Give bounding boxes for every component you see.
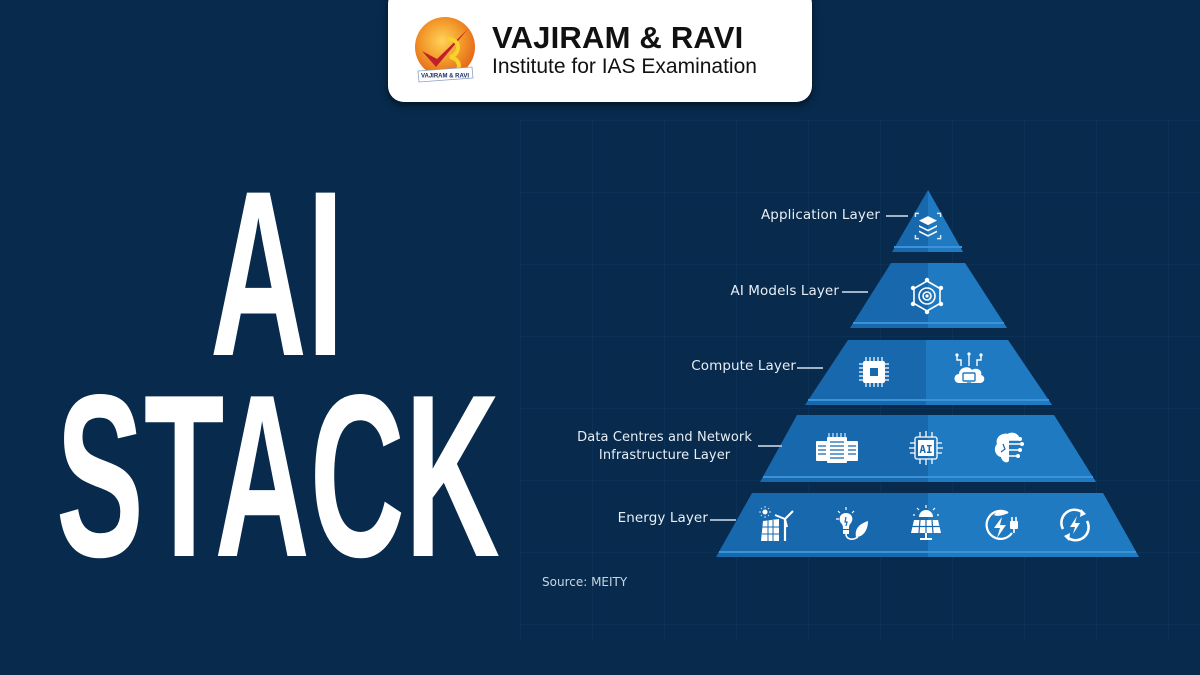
solar-panel-icon <box>906 503 946 543</box>
leader-line <box>886 215 908 217</box>
brand-header-card: VAJIRAM & RAVI VAJIRAM & RAVI Institute … <box>388 0 812 102</box>
layer-label-data-centres: Data Centres and Network Infrastructure … <box>577 430 752 463</box>
source-caption: Source: MEITY <box>542 575 628 589</box>
cpu-chip-icon <box>854 352 894 392</box>
renewable-bolt-icon <box>1055 505 1095 545</box>
stacked-layers-icon <box>910 208 946 244</box>
solar-wind-icon <box>757 505 797 545</box>
title-line-2: STACK <box>56 347 500 606</box>
leader-line <box>758 445 782 447</box>
ai-chip-icon: AI <box>906 428 946 468</box>
layer-label-energy: Energy Layer <box>617 510 708 526</box>
leader-line <box>710 519 736 521</box>
svg-text:VAJIRAM & RAVI: VAJIRAM & RAVI <box>421 74 469 80</box>
layer-label-compute: Compute Layer <box>691 358 796 374</box>
layer-label-application: Application Layer <box>760 207 880 223</box>
green-power-plug-icon <box>982 505 1022 545</box>
vajiram-ravi-logo-icon: VAJIRAM & RAVI <box>410 15 480 87</box>
title-line-1: AI <box>210 142 344 406</box>
page-title: AI STACK <box>0 0 560 675</box>
neural-network-hexagon-icon <box>907 276 947 316</box>
brain-circuit-icon <box>989 428 1029 468</box>
eco-bulb-icon <box>832 505 872 545</box>
cloud-computer-icon <box>949 350 989 390</box>
leader-line <box>842 291 868 293</box>
svg-text:AI: AI <box>919 443 932 456</box>
server-rack-icon <box>813 428 861 468</box>
layer-label-ai-models: AI Models Layer <box>730 283 839 299</box>
brand-name: VAJIRAM & RAVI <box>492 20 744 55</box>
brand-tagline: Institute for IAS Examination <box>492 55 757 78</box>
leader-line <box>797 367 823 369</box>
